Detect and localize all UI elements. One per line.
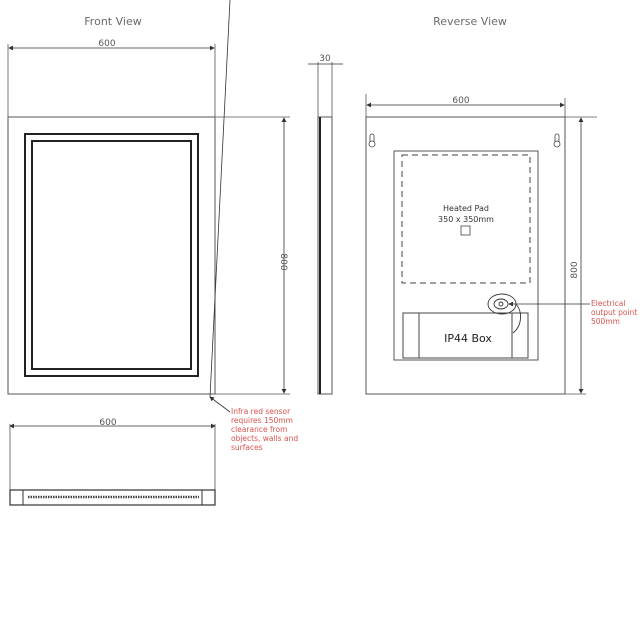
reverse-view-title: Reverse View: [433, 15, 507, 28]
bottom-view: 600: [9, 418, 216, 506]
back-panel: [393, 150, 539, 361]
sensor-annotation: Infra red sensor requires 150mm clearanc…: [209, 0, 300, 452]
keyhole-hanger-right-icon: [553, 133, 561, 148]
front-view: Front View 600 800: [7, 15, 290, 395]
side-profile: [317, 116, 333, 395]
heated-pad-size: 350 x 350mm: [438, 215, 494, 224]
front-led-frame-outer: [24, 133, 199, 377]
reverse-width-dimension: 600: [452, 96, 469, 106]
front-led-frame-inner: [31, 140, 192, 370]
side-view: 30: [308, 54, 343, 395]
reverse-height-dimension: 800: [570, 261, 580, 278]
front-width-dimension: 600: [98, 39, 115, 49]
front-height-dimension: 800: [278, 253, 288, 270]
heated-pad-label: Heated Pad: [443, 204, 489, 213]
heated-pad-outline: [401, 154, 531, 284]
keyhole-hanger-left-icon: [368, 133, 376, 148]
electrical-note: Electrical output point 500mm: [591, 299, 640, 326]
bottom-width-dimension: 600: [99, 418, 116, 428]
front-mirror-outline: [7, 116, 216, 395]
front-view-title: Front View: [84, 15, 141, 28]
ip44-box-label: IP44 Box: [444, 332, 492, 345]
reverse-mirror-outline: [365, 116, 566, 395]
side-depth-dimension: 30: [319, 54, 331, 64]
ip44-box: [418, 312, 513, 359]
sensor-note: Infra red sensor requires 150mm clearanc…: [231, 407, 300, 452]
reverse-view: Reverse View 600 800 Heated Pad 350 x 35…: [365, 15, 640, 395]
heated-pad-square-icon: [460, 225, 471, 236]
